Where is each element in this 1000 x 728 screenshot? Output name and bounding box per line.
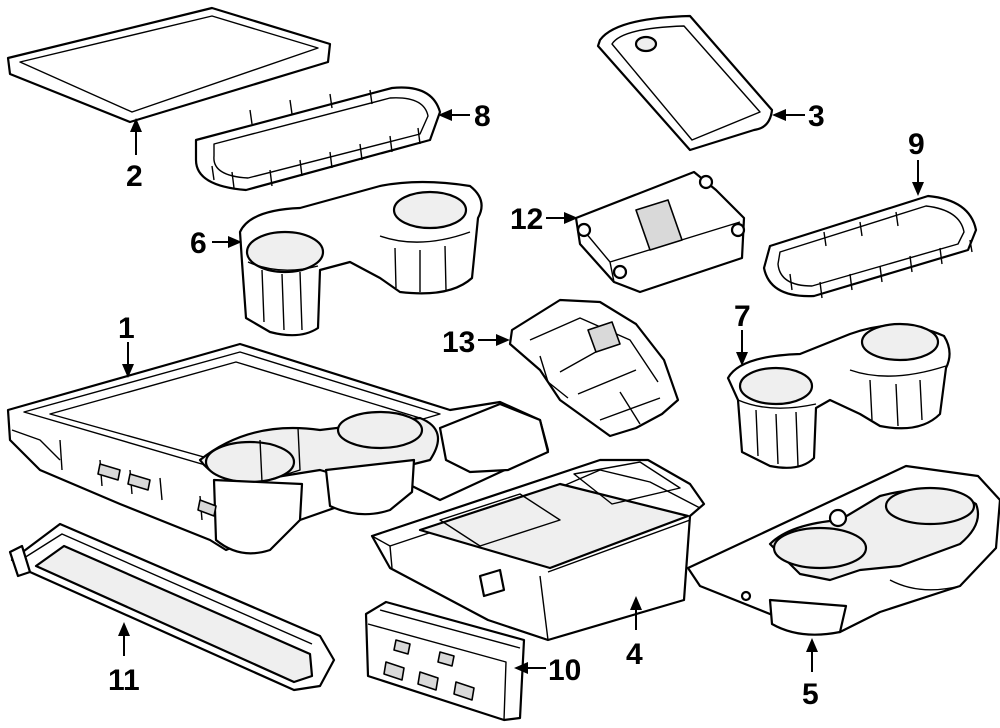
part-13-bracket xyxy=(508,298,680,438)
callout-3: 3 xyxy=(808,100,825,133)
part-10-tray-insert xyxy=(364,600,526,722)
part-7-cup-holder xyxy=(726,322,951,469)
part-2-mat xyxy=(6,6,332,124)
callout-8: 8 xyxy=(474,100,491,133)
part-12-module xyxy=(574,170,746,294)
part-9-trim-ring xyxy=(762,194,978,299)
callout-2: 2 xyxy=(126,160,143,193)
part-4-storage-bin xyxy=(370,458,706,642)
callout-arrows xyxy=(118,109,924,674)
callout-5: 5 xyxy=(802,678,819,711)
part-8-trim-ring xyxy=(194,86,442,192)
callout-12: 12 xyxy=(510,203,543,236)
callout-4: 4 xyxy=(626,638,643,671)
callout-13: 13 xyxy=(442,326,475,359)
part-11-armrest-lid xyxy=(8,522,336,692)
callout-7: 7 xyxy=(734,300,751,333)
part-1-console-bezel xyxy=(6,342,550,555)
part-6-cup-holder xyxy=(238,180,483,337)
part-5-trim-panel xyxy=(686,464,1000,636)
callout-6: 6 xyxy=(190,227,207,260)
part-3-lid-pad xyxy=(596,14,774,152)
callout-1: 1 xyxy=(118,312,135,345)
callout-10: 10 xyxy=(548,654,581,687)
callout-9: 9 xyxy=(908,128,925,161)
callout-11: 11 xyxy=(108,664,140,697)
